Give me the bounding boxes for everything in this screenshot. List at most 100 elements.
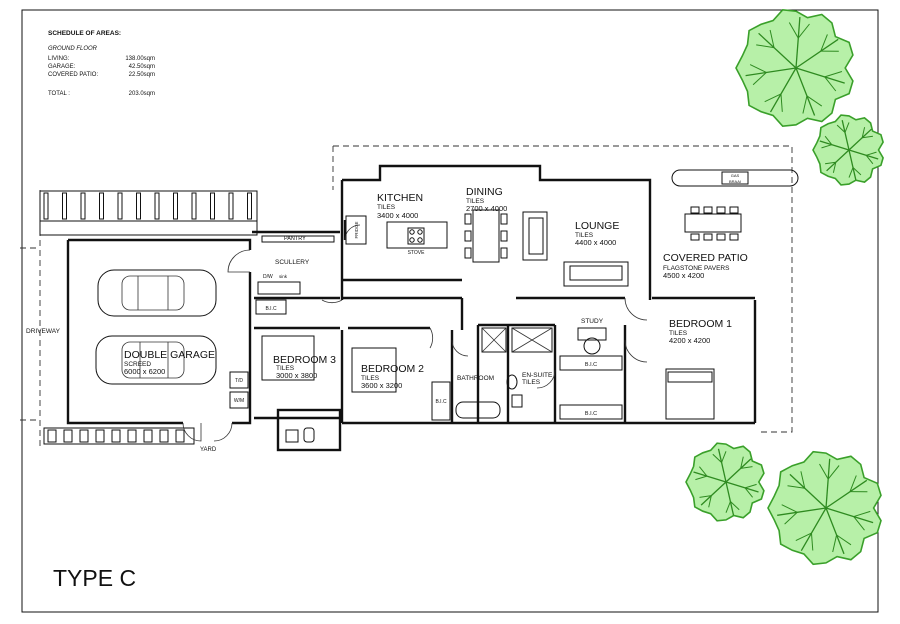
lounge-size: 4400 x 4000 (575, 238, 616, 247)
stove-label: STOVE (408, 250, 426, 256)
cars (95, 269, 217, 385)
study-label: STUDY (581, 318, 604, 325)
furniture: STOVE FRIDGE GAS BRAAI (229, 169, 799, 420)
bic-bedroom3-label: B.I.C (265, 306, 277, 312)
study-desk (577, 327, 607, 341)
car-top (97, 269, 217, 317)
wall-pier (95, 429, 105, 443)
wall-pier (47, 429, 57, 443)
landscape-trees (685, 8, 884, 566)
schedule-patio-label: COVERED PATIO: (48, 72, 98, 78)
driveway-label: DRIVEWAY (26, 328, 61, 335)
schedule-living-value: 138.00sqm (125, 56, 155, 62)
yard-block (276, 408, 342, 452)
bed-bedroom3 (261, 335, 315, 381)
pantry-shelf (261, 235, 335, 243)
garden-wall-top (39, 190, 258, 236)
schedule-garage-value: 42.50sqm (129, 64, 155, 70)
dw-label: D/W (263, 274, 273, 280)
scullery-label: SCULLERY (275, 259, 310, 266)
bedroom1-finish: TILES (669, 330, 688, 337)
wall-pier (127, 429, 137, 443)
car-bottom (95, 335, 217, 385)
braai-unit (671, 169, 799, 187)
wall-pier (159, 429, 169, 443)
toilet-bath-icon (506, 374, 518, 390)
patio-chair (703, 233, 713, 241)
schedule-total-value: 203.0sqm (129, 91, 155, 97)
doors (182, 224, 648, 442)
walls (66, 164, 757, 425)
bic-study-label: B.I.C (585, 362, 597, 368)
wall-pier (228, 192, 234, 220)
wall-pier (210, 192, 215, 220)
bed-bedroom1 (665, 368, 715, 420)
washing-machine-icon (229, 391, 249, 409)
shower-bath (481, 327, 507, 353)
garage-finish: SCREED (124, 361, 151, 368)
bathroom-label: BATHROOM (457, 375, 494, 382)
bedroom3-finish: TILES (276, 365, 295, 372)
patio-table (684, 213, 742, 233)
pantry-label: PANTRY (284, 236, 306, 242)
patio-size: 4500 x 4200 (663, 271, 704, 280)
room-labels: KITCHEN TILES 3400 x 4000 DINING TILES 2… (26, 186, 748, 453)
wall-pier (43, 192, 49, 220)
bic-bedroom1-label: B.I.C (585, 411, 597, 417)
kitchen-finish: TILES (377, 204, 396, 211)
bic-bedroom3 (255, 299, 287, 315)
wm-label: W/M (234, 398, 244, 404)
bed-bedroom2 (351, 347, 397, 393)
basin-ensuite (511, 394, 523, 408)
wall-pier (154, 192, 160, 220)
garden-wall-bottom (43, 427, 195, 445)
wall-pier (143, 429, 153, 443)
wall-pier (111, 429, 121, 443)
wall-pier (117, 192, 123, 220)
tree (685, 442, 765, 522)
sheet-border (21, 9, 879, 613)
patio-chair (703, 206, 713, 214)
patio-chair (729, 233, 739, 241)
schedule-subtitle: GROUND FLOOR (48, 46, 98, 52)
armchair (522, 211, 548, 261)
fridge-label: FRIDGE (354, 221, 359, 238)
bedroom3-size: 3000 x 3800 (276, 371, 317, 380)
td-label: T/D (235, 378, 243, 384)
bedroom1-size: 4200 x 4200 (669, 336, 710, 345)
wall-pier (79, 429, 89, 443)
schedule-patio-value: 22.50sqm (129, 72, 155, 78)
wall-pier (62, 192, 67, 220)
garage-name: DOUBLE GARAGE (124, 349, 215, 361)
bic-study (559, 355, 623, 371)
yard-label: YARD (200, 447, 217, 453)
schedule-living-label: LIVING: (48, 56, 70, 62)
bathtub-icon (455, 401, 501, 419)
dining-name: DINING (466, 186, 503, 198)
bedroom3-name: BEDROOM 3 (273, 354, 336, 366)
bedroom1-name: BEDROOM 1 (669, 318, 732, 330)
kitchen-name: KITCHEN (377, 192, 423, 204)
bic-bedroom2-label: B.I.C (435, 399, 447, 405)
schedule-of-areas: SCHEDULE OF AREAS: GROUND FLOOR LIVING: … (48, 30, 155, 97)
patio-name: COVERED PATIO (663, 252, 748, 264)
wall-pier (80, 192, 86, 220)
plan-type-title: TYPE C (53, 565, 136, 591)
tree (767, 450, 882, 566)
wall-pier (173, 192, 178, 220)
bedroom2-finish: TILES (361, 375, 380, 382)
kitchen-island (386, 221, 448, 249)
tree (812, 114, 884, 186)
garage-size: 6000 x 6200 (124, 367, 165, 376)
schedule-garage-label: GARAGE: (48, 64, 76, 70)
patio-chair (690, 206, 700, 214)
tree (735, 8, 854, 128)
bedroom2-size: 3600 x 3200 (361, 381, 402, 390)
patio-chair (690, 233, 700, 241)
kitchen-size: 3400 x 4000 (377, 211, 418, 220)
wall-pier (63, 429, 73, 443)
ensuite-finish: TILES (522, 379, 541, 386)
lounge-finish: TILES (575, 232, 594, 239)
bic-bedroom1 (559, 404, 623, 420)
